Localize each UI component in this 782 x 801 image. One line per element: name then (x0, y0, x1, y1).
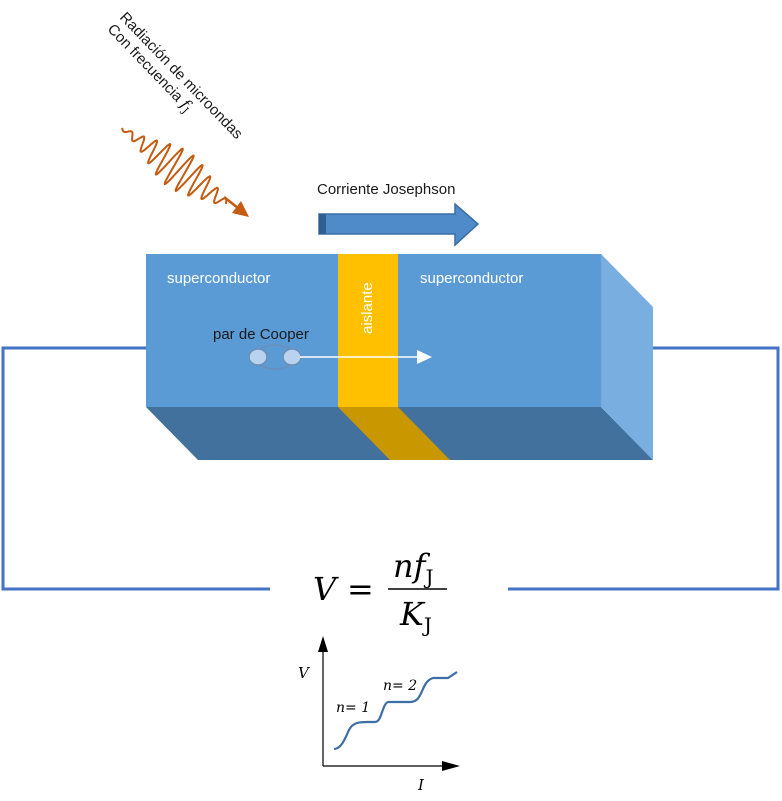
superconductor-right (398, 254, 601, 407)
josephson-voltage-formula: V = nfJ KJ (313, 547, 447, 637)
superconductor-left (146, 254, 338, 407)
formula-denominator: KJ (399, 595, 432, 637)
wire-left (1, 346, 270, 591)
junction-block (146, 254, 653, 460)
iv-step-plot: V I n= 1 n= 2 (298, 636, 460, 794)
insulator-label: aislante (359, 282, 376, 334)
current-label: Corriente Josephson (317, 181, 455, 198)
josephson-current-arrow (318, 202, 480, 247)
superconductor-right-label: superconductor (420, 270, 523, 287)
cooper-arrowhead (417, 350, 432, 364)
radiation-line-1: Radiación de microondas (116, 9, 246, 143)
cooper-pair (248, 344, 432, 370)
superconductor-left-label: superconductor (167, 270, 270, 287)
microwave-wave (121, 127, 228, 205)
plot-step-2-label: n= 2 (383, 678, 417, 694)
insulator-barrier (338, 254, 398, 407)
circuit-wire (1, 346, 780, 591)
radiation-label: Radiación de microondas Con frecuencia f… (104, 9, 246, 143)
formula-lhs: V (313, 570, 339, 608)
block-side-face (601, 254, 653, 460)
plot-step-curve (333, 671, 458, 751)
plot-step-1-label: n= 1 (336, 700, 370, 716)
plot-y-label: V (298, 664, 311, 682)
microwave-arrowhead (232, 201, 249, 217)
microwave-radiation (121, 127, 249, 217)
cooper-pair-label: par de Cooper (213, 326, 309, 343)
formula-numerator: nfJ (393, 547, 433, 589)
plot-x-label: I (417, 776, 425, 794)
wire-right (508, 346, 780, 591)
formula-equals: = (347, 570, 374, 608)
insulator-bottom-face (338, 407, 450, 460)
